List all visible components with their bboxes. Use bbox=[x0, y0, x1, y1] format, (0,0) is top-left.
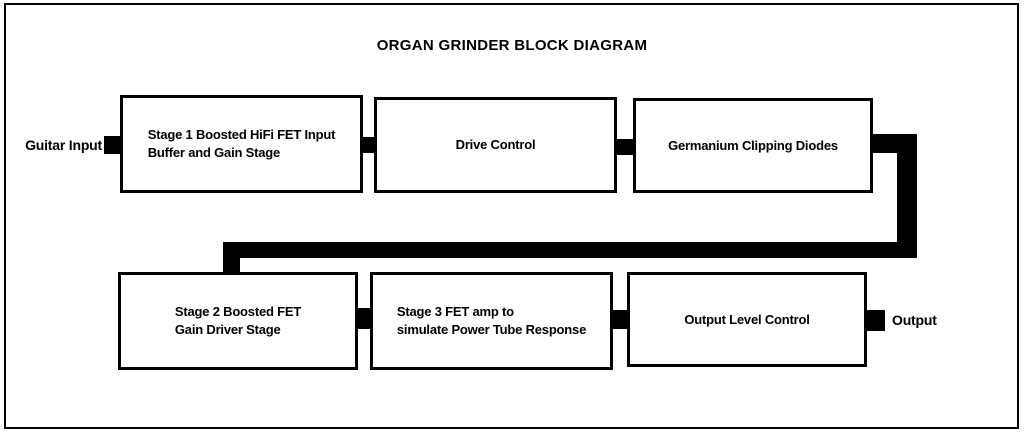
block-stage3: Stage 3 FET amp to simulate Power Tube R… bbox=[370, 272, 613, 370]
block-drive-control: Drive Control bbox=[374, 97, 617, 193]
block-germanium-diodes: Germanium Clipping Diodes bbox=[633, 98, 873, 193]
block-stage3-text: Stage 3 FET amp to simulate Power Tube R… bbox=[397, 303, 586, 339]
connector-stage3-to-output-level bbox=[613, 310, 627, 329]
block-stage1-line2: Buffer and Gain Stage bbox=[147, 145, 281, 160]
connector-stage1-to-drive bbox=[363, 137, 374, 153]
connector-input-to-stage1 bbox=[104, 136, 120, 154]
block-stage3-line2: simulate Power Tube Response bbox=[396, 322, 587, 337]
route-right-vertical bbox=[897, 134, 917, 258]
block-output-level-control: Output Level Control bbox=[627, 272, 867, 367]
block-stage2-text: Stage 2 Boosted FET Gain Driver Stage bbox=[175, 303, 301, 339]
output-label: Output bbox=[892, 312, 937, 328]
diagram-border-frame bbox=[4, 3, 1019, 429]
block-stage3-line1: Stage 3 FET amp to bbox=[396, 304, 514, 319]
route-return-horizontal bbox=[223, 242, 917, 258]
block-germanium-diodes-label: Germanium Clipping Diodes bbox=[668, 137, 838, 153]
connector-output-level-to-output bbox=[867, 310, 885, 331]
block-drive-control-label: Drive Control bbox=[455, 137, 536, 152]
block-stage2-line2: Gain Driver Stage bbox=[174, 322, 281, 337]
guitar-input-label: Guitar Input bbox=[25, 137, 102, 153]
block-stage1-text: Stage 1 Boosted HiFi FET Input Buffer an… bbox=[148, 126, 336, 162]
block-output-level-control-label: Output Level Control bbox=[684, 311, 810, 327]
block-stage2-line1: Stage 2 Boosted FET bbox=[174, 304, 302, 319]
diagram-title: ORGAN GRINDER BLOCK DIAGRAM bbox=[376, 37, 648, 54]
connector-stage2-to-stage3 bbox=[358, 308, 370, 329]
block-stage1-line1: Stage 1 Boosted HiFi FET Input bbox=[147, 127, 336, 142]
block-stage2: Stage 2 Boosted FET Gain Driver Stage bbox=[118, 272, 358, 370]
route-drop-into-stage2 bbox=[223, 242, 240, 272]
connector-drive-to-germanium bbox=[617, 139, 633, 155]
block-stage1: Stage 1 Boosted HiFi FET Input Buffer an… bbox=[120, 95, 363, 193]
